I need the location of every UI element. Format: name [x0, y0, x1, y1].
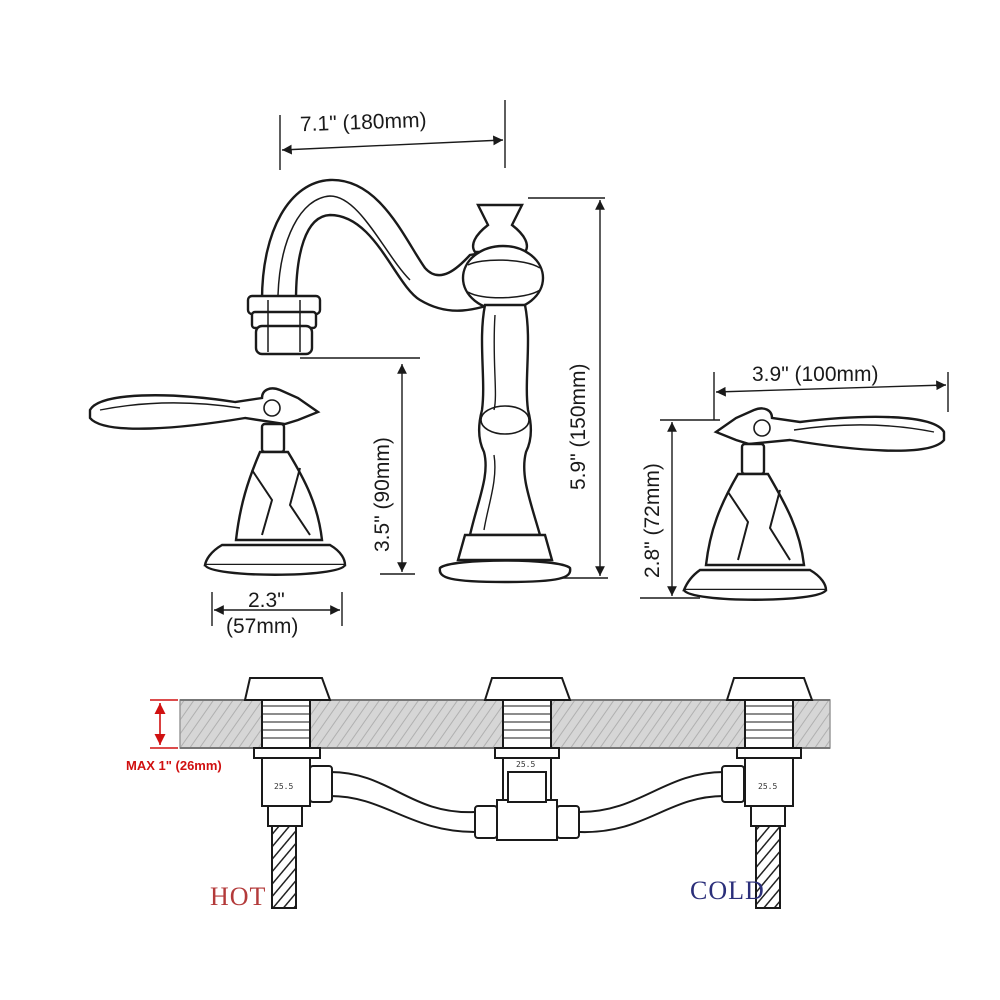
- supply-lines: [271, 825, 781, 909]
- base-diameter-mm-label: (57mm): [226, 615, 299, 638]
- spout-height-label: 5.9" (150mm): [567, 363, 590, 491]
- nut-mark-right: 25.5: [758, 782, 778, 791]
- cold-label: COLD: [690, 876, 765, 905]
- spout-reach-label: 7.1" (180mm): [299, 108, 427, 137]
- dimension-lines: [211, 100, 949, 626]
- hot-label: HOT: [210, 882, 267, 911]
- deck-thickness-label: MAX 1" (26mm): [126, 758, 222, 773]
- hoses: [309, 765, 745, 841]
- nut-mark-center: 25.5: [516, 760, 536, 769]
- deck-section: [150, 699, 831, 749]
- valve-assemblies: [243, 677, 814, 827]
- right-handle: [682, 407, 946, 601]
- spout: [246, 178, 572, 584]
- handle-height-label: 2.8" (72mm): [641, 463, 664, 578]
- handle-length-label: 3.9" (100mm): [752, 363, 879, 386]
- base-diameter-inch-label: 2.3": [248, 589, 285, 612]
- left-handle: [88, 387, 347, 576]
- spout-clearance-label: 3.5" (90mm): [371, 437, 394, 552]
- nut-mark-left: 25.5: [274, 782, 294, 791]
